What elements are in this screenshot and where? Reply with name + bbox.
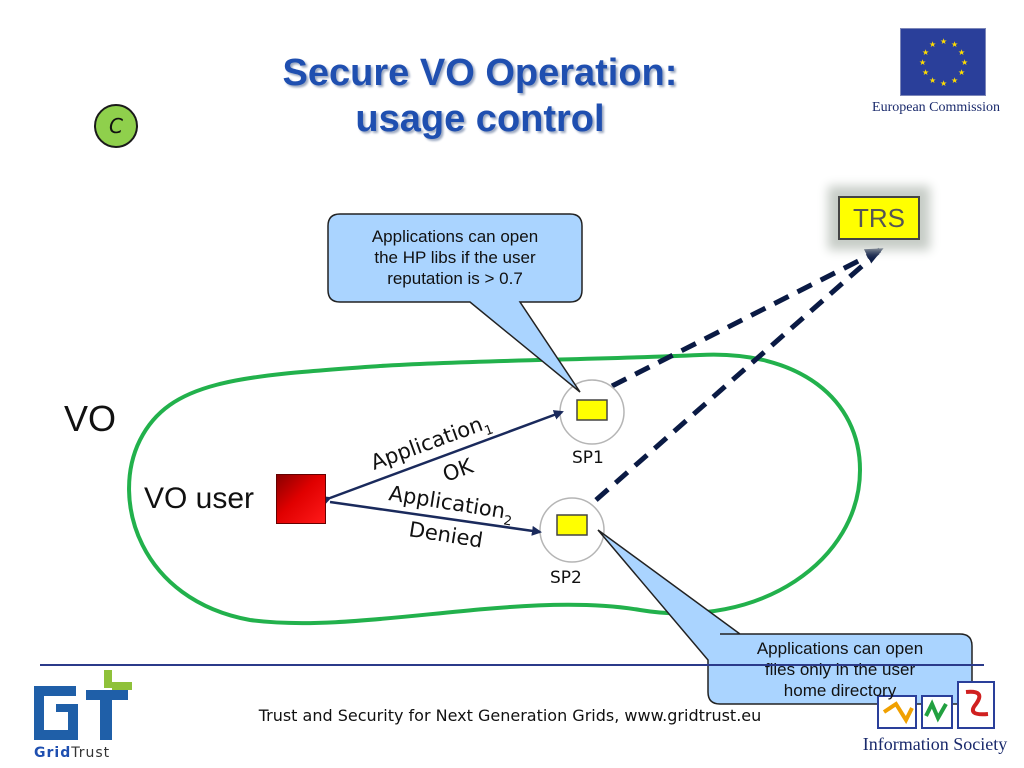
app2-subscript: 2 (502, 513, 513, 529)
bottom-callout-line-2: files only in the user (764, 660, 916, 679)
top-callout-line-1: Applications can open (371, 227, 539, 246)
top-callout-line-2: the HP libs if the user (374, 248, 536, 267)
sp1-trs-link (610, 247, 884, 389)
svg-text:★: ★ (922, 68, 929, 77)
svg-text:Application2: Application2 (386, 481, 515, 529)
trs-label: TRS (853, 202, 905, 233)
vo-boundary (127, 352, 863, 626)
svg-text:★: ★ (940, 79, 947, 88)
badge-letter: C (109, 114, 123, 138)
svg-text:★: ★ (940, 37, 947, 46)
european-commission-caption: European Commission (872, 100, 1000, 115)
svg-text:★: ★ (951, 76, 958, 85)
bottom-callout-line-3: home directory (783, 681, 897, 700)
svg-text:★: ★ (929, 76, 936, 85)
top-callout-line-3: reputation is > 0.7 (387, 269, 523, 288)
svg-text:★: ★ (958, 68, 965, 77)
gridtrust-caption-rest: Trust (71, 745, 111, 761)
app2-name: Application (387, 481, 507, 523)
information-society-caption: Information Society (862, 734, 1008, 754)
svg-text:★: ★ (951, 40, 958, 49)
app2-arrow (329, 500, 542, 536)
svg-text:★: ★ (961, 58, 968, 67)
title-line-1: Secure VO Operation: (282, 52, 678, 94)
gridtrust-caption-bold: Grid (34, 745, 72, 761)
top-callout-text: Applications can open the HP libs if the… (328, 226, 582, 289)
top-callout-bubble (327, 213, 583, 393)
gridtrust-caption: GridTrust (34, 745, 110, 761)
vo-label: VO (64, 398, 117, 439)
app1-result-text: OK (440, 453, 478, 486)
svg-text:★: ★ (929, 40, 936, 49)
sp2-box (556, 514, 588, 536)
gridtrust-logo (34, 670, 132, 740)
app2-label: Application2 (386, 481, 515, 529)
app1-arrow (320, 410, 564, 506)
title-line-2: usage control (355, 98, 605, 140)
footer-divider (40, 664, 984, 666)
svg-text:★: ★ (922, 48, 929, 57)
bottom-callout-line-1: Applications can open (756, 639, 924, 658)
app1-result: OK (440, 453, 478, 486)
sp2-trs-link (594, 250, 880, 502)
footer-text: Trust and Security for Next Generation G… (258, 706, 762, 725)
trs-node: TRS (838, 196, 920, 240)
vo-user-node (276, 474, 326, 524)
svg-text:★: ★ (958, 48, 965, 57)
section-badge: C (94, 104, 138, 148)
sp1-label: SP1 (572, 448, 604, 468)
bottom-callout-text: Applications can open files only in the … (708, 638, 972, 701)
information-society-logo (877, 681, 995, 729)
slide-title: Secure VO Operation: usage control (180, 50, 780, 142)
vo-user-label: VO user (144, 482, 255, 515)
eu-flag-logo: ★ ★ ★ ★ ★ ★ ★ ★ ★ ★ ★ ★ (900, 28, 986, 96)
sp2-label: SP2 (550, 568, 582, 588)
svg-text:★: ★ (919, 58, 926, 67)
app1-subscript: 1 (483, 422, 496, 439)
sp1-box (576, 399, 608, 421)
